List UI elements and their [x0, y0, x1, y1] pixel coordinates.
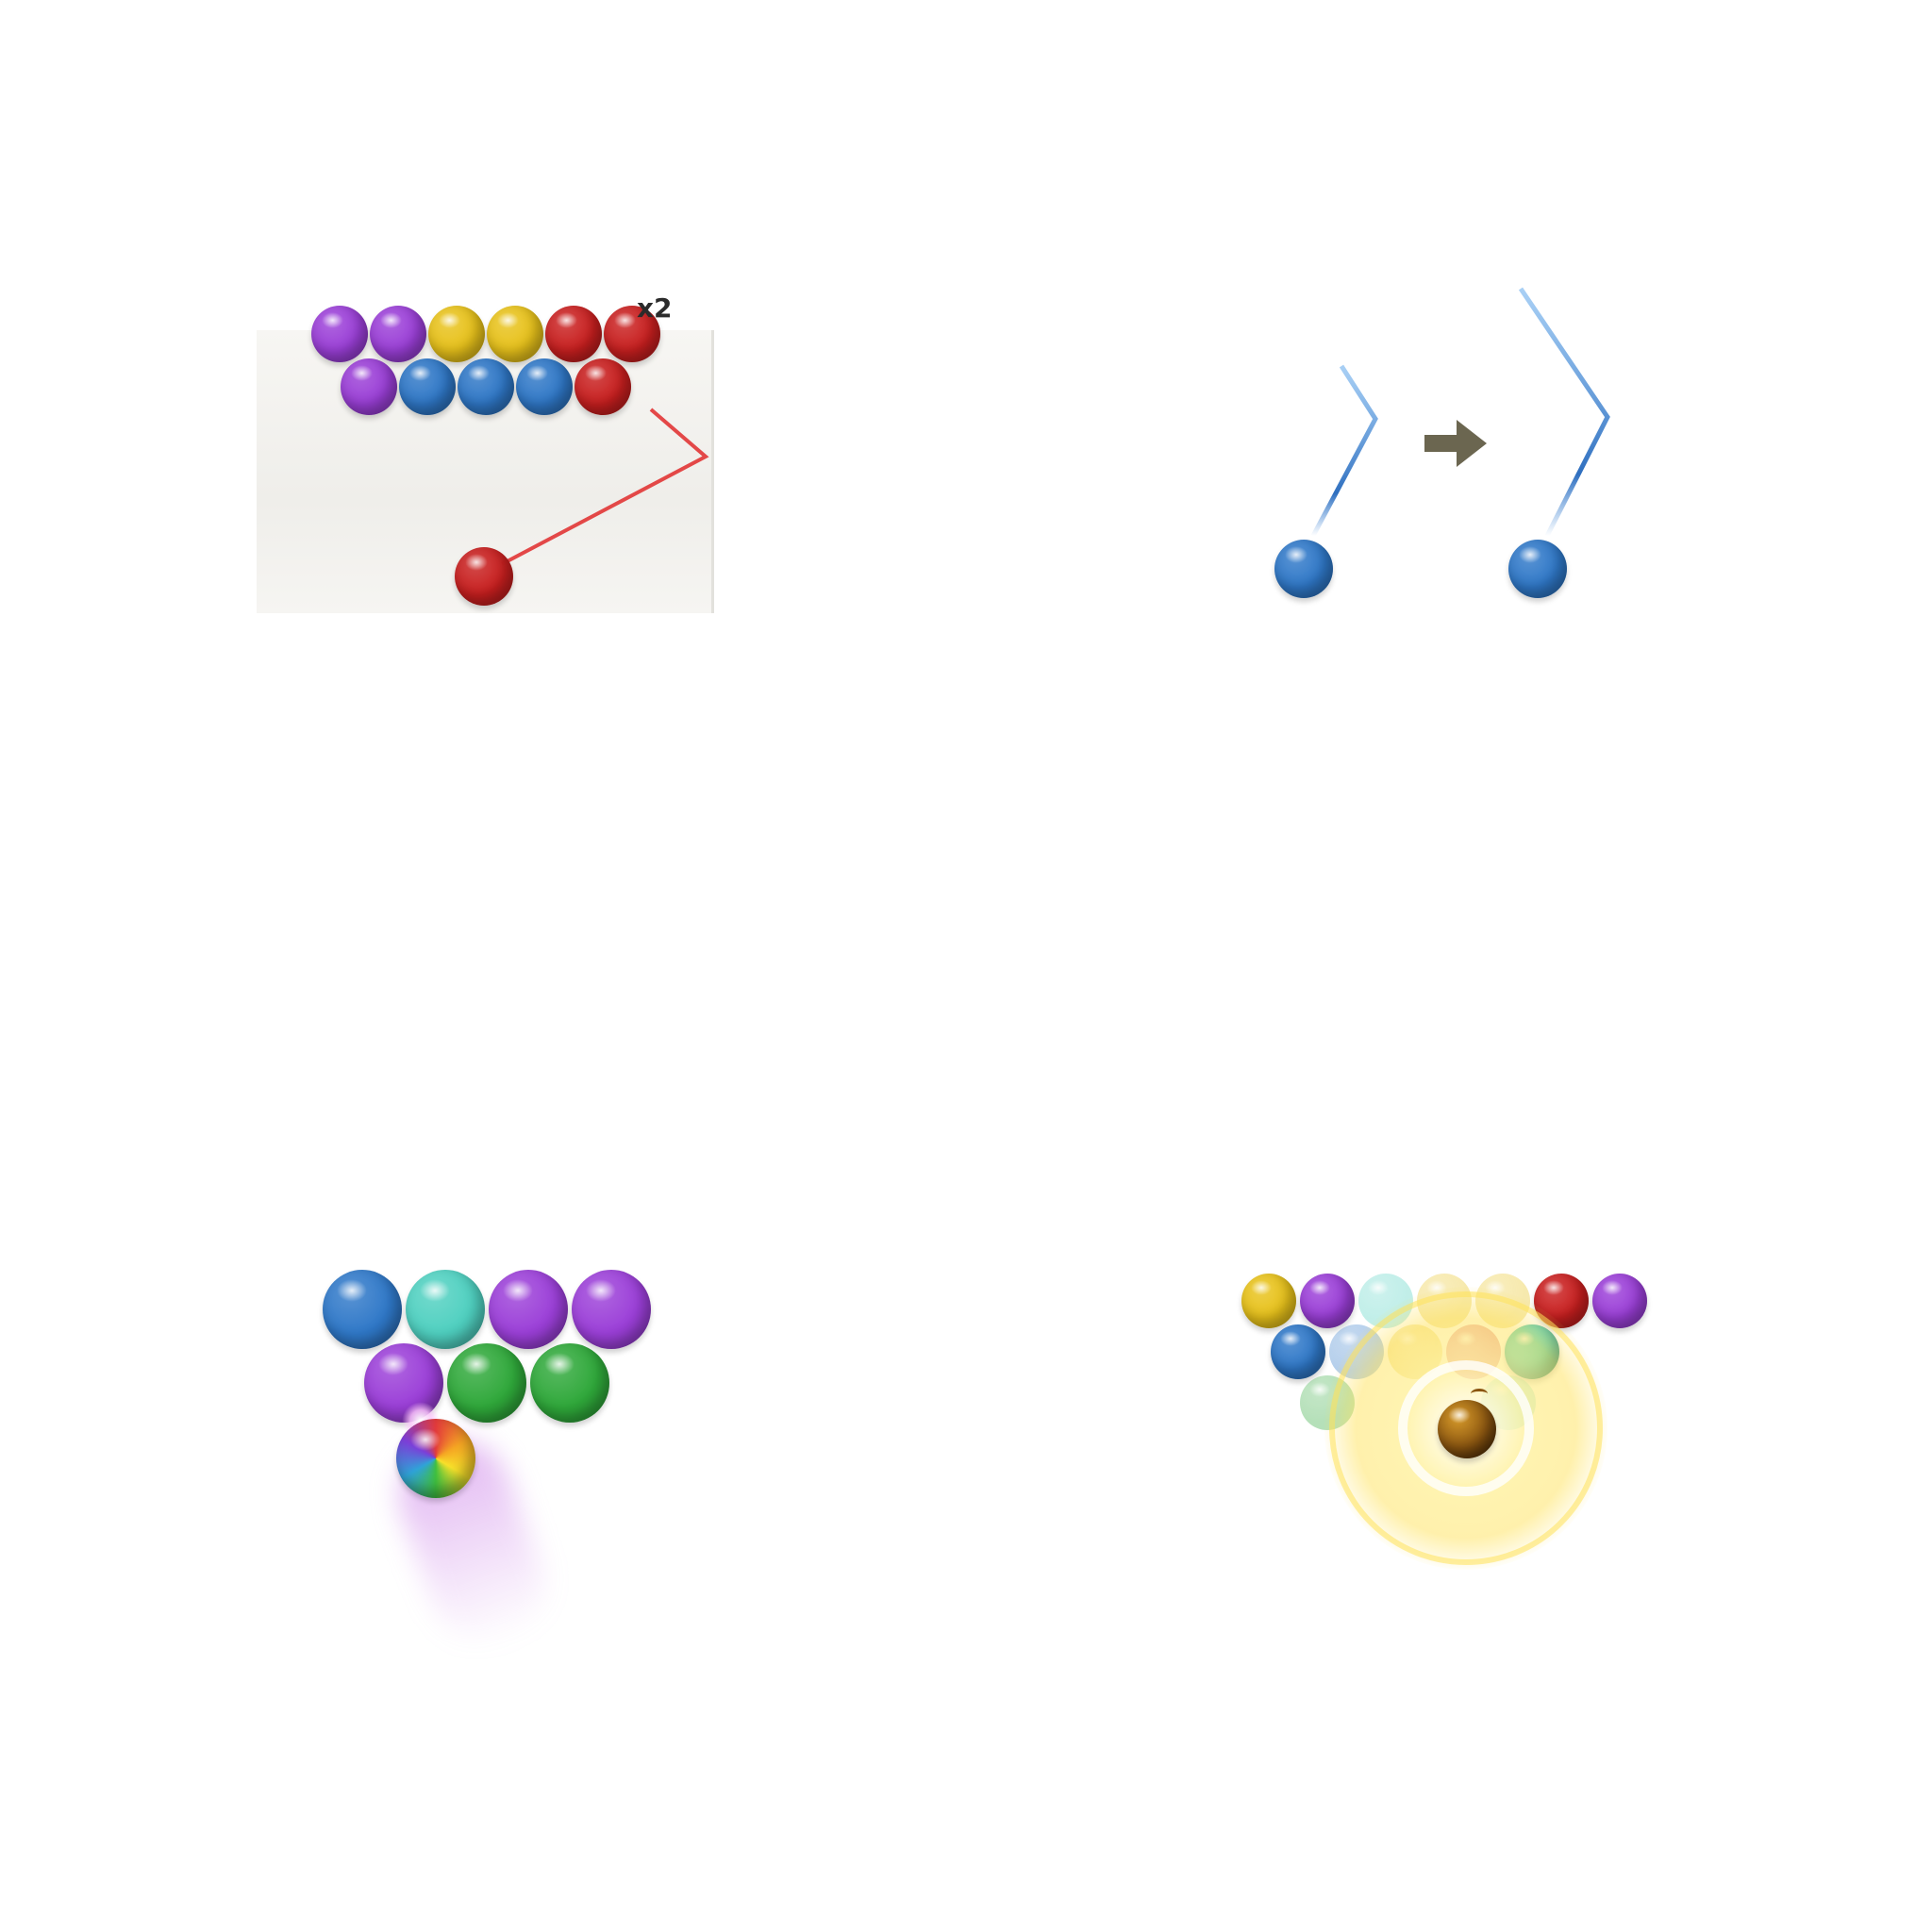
blue-bubble — [458, 358, 514, 415]
yellow-bubble — [487, 306, 543, 362]
green-bubble — [530, 1343, 609, 1423]
aim-extend-panel — [966, 0, 1932, 966]
rainbow-panel — [0, 966, 966, 1932]
purple-bubble — [572, 1270, 651, 1349]
blue-bubble — [399, 358, 456, 415]
red-bubble — [604, 306, 660, 362]
green-bubble — [447, 1343, 526, 1423]
right-arrow-icon — [1424, 420, 1487, 467]
red-bubble — [545, 306, 602, 362]
purple-bubble — [1300, 1274, 1355, 1328]
shooter-bubble-before — [1274, 540, 1333, 598]
purple-bubble — [489, 1270, 568, 1349]
inner-ring — [1398, 1360, 1534, 1496]
rainbow-bubble-icon[interactable] — [396, 1419, 475, 1498]
yellow-bubble — [1241, 1274, 1296, 1328]
explosion-ring — [1329, 1291, 1603, 1565]
multiplier-label: x2 — [637, 292, 673, 324]
teal-bubble — [406, 1270, 485, 1349]
shooter-bubble-after — [1508, 540, 1567, 598]
blue-bubble — [1271, 1324, 1325, 1379]
bomb-fuse — [1471, 1389, 1488, 1399]
purple-bubble — [311, 306, 368, 362]
red-bubble — [575, 358, 631, 415]
shooter-bubble[interactable] — [455, 547, 513, 606]
combo-panel: x2 — [0, 0, 966, 966]
purple-bubble — [370, 306, 426, 362]
bomb-icon[interactable] — [1438, 1400, 1496, 1458]
blue-bubble — [516, 358, 573, 415]
yellow-bubble — [428, 306, 485, 362]
purple-bubble — [341, 358, 397, 415]
bomb-panel — [966, 966, 1932, 1932]
blue-bubble — [323, 1270, 402, 1349]
purple-bubble — [1592, 1274, 1647, 1328]
